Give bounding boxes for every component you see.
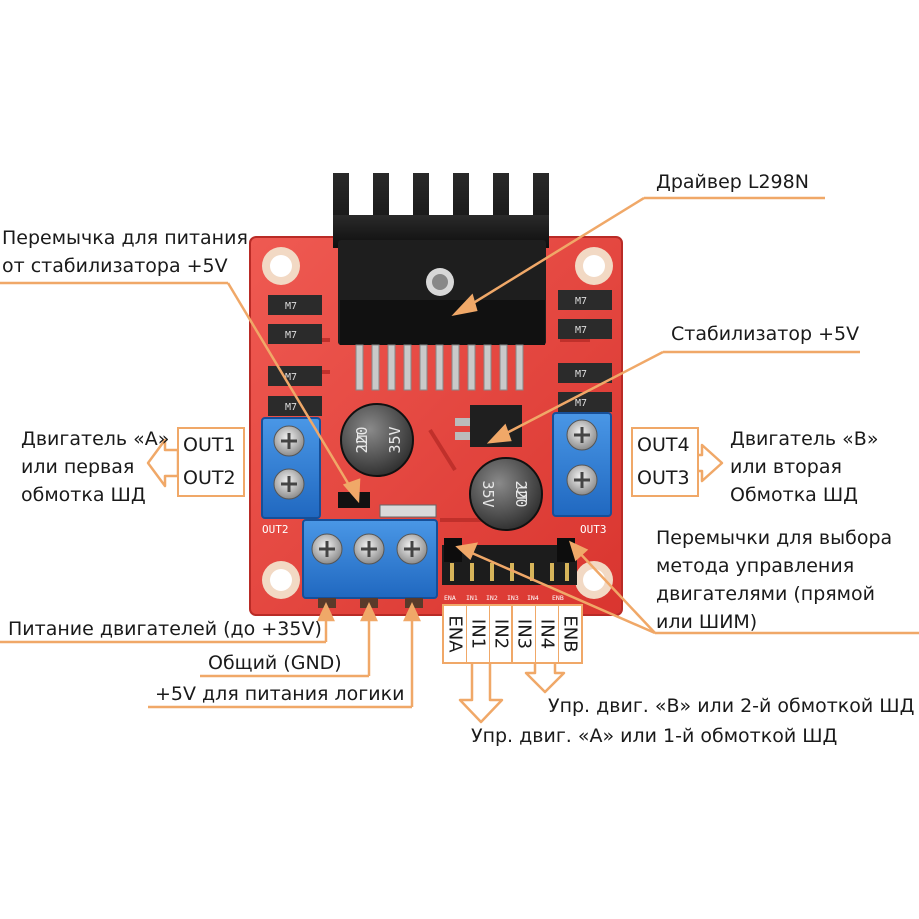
svg-text:IN2: IN2	[486, 594, 498, 602]
label-motor-b-3: Обмотка ШД	[730, 484, 859, 506]
pin-in3: IN3	[513, 606, 536, 662]
jumper-5v	[338, 492, 437, 518]
pins-box-right: IN3 IN4 ENB	[511, 604, 583, 664]
out4-label: OUT4	[637, 434, 690, 456]
label-jumper5v-1: Перемычка для питания	[2, 227, 248, 249]
label-logic-5v: +5V для питания логики	[155, 683, 405, 705]
out-left-box: OUT1 OUT2	[177, 427, 245, 497]
label-jumpers-3: двигателями (прямой	[656, 583, 875, 605]
driver-pins	[355, 344, 524, 391]
label-jumpers-2: метода управления	[656, 555, 855, 577]
pins-box-left: ENA IN1 IN2	[442, 604, 514, 664]
svg-text:ENA: ENA	[444, 594, 456, 602]
label-motor-power: Питание двигателей (до +35V)	[8, 618, 322, 640]
label-gnd: Общий (GND)	[208, 652, 342, 674]
terminal-out-a	[261, 417, 321, 519]
label-motor-a-1: Двигатель «А»	[21, 428, 170, 450]
cap-text: 35V	[386, 426, 404, 453]
silk-out2: OUT2	[262, 523, 289, 536]
pin-enb: ENB	[559, 615, 581, 653]
cap-text: 35V	[479, 480, 497, 507]
diode-label: M7	[285, 301, 297, 312]
terminal-out-b	[552, 412, 612, 517]
pin-in4: IN4	[536, 606, 559, 662]
svg-text:IN4: IN4	[527, 594, 539, 602]
cap-text: UT	[356, 432, 371, 448]
cap-text: 220	[512, 480, 530, 507]
capacitor-left: 220 35V UT	[340, 403, 414, 477]
out3-label: OUT3	[637, 467, 690, 489]
diode-label: M7	[285, 372, 297, 383]
diode-label: M7	[285, 402, 297, 413]
label-ctrl-b: Упр. двиг. «В» или 2-й обмоткой ШД	[548, 695, 915, 717]
label-driver: Драйвер L298N	[656, 171, 809, 193]
label-motor-a-3: обмотка ШД	[21, 484, 146, 506]
terminal-power	[302, 519, 438, 608]
cap-text: 220	[353, 426, 371, 453]
capacitor-right: 220 35V UT	[469, 457, 543, 531]
label-jumpers-4: или ШИМ)	[656, 611, 758, 633]
label-jumpers-1: Перемычки для выбора	[656, 527, 893, 549]
label-regulator: Стабилизатор +5V	[671, 323, 860, 345]
label-motor-b-2: или вторая	[730, 456, 842, 478]
svg-text:IN1: IN1	[466, 594, 478, 602]
silk-out3: OUT3	[580, 523, 607, 536]
svg-text:IN3: IN3	[507, 594, 519, 602]
pin-silk-labels: ENA IN1 IN2 IN3 IN4 ENB	[444, 594, 564, 602]
svg-text:ENB: ENB	[552, 594, 564, 602]
label-motor-a-2: или первая	[21, 456, 135, 478]
diode-label: M7	[575, 296, 587, 307]
diode-label: M7	[575, 325, 587, 336]
out1-label: OUT1	[183, 434, 236, 456]
out2-label: OUT2	[183, 467, 236, 489]
out-right-box: OUT4 OUT3	[631, 427, 699, 497]
callout-lines	[0, 196, 919, 709]
heatsink	[333, 173, 549, 345]
diode-label: M7	[285, 330, 297, 341]
pin-ena: ENA	[444, 606, 467, 662]
pin-in2: IN2	[490, 618, 512, 650]
diode-label: M7	[575, 398, 587, 409]
pin-in1: IN1	[467, 606, 490, 662]
label-jumper5v-2: от стабилизатора +5V	[2, 255, 228, 277]
cap-text: UT	[513, 486, 528, 502]
label-ctrl-a: Упр. двиг. «А» или 1-й обмоткой ШД	[471, 725, 838, 747]
control-header	[442, 538, 577, 585]
hollow-arrows	[146, 438, 724, 724]
diode-label: M7	[575, 369, 587, 380]
diodes: M7 M7 M7 M7 M7 M7 M7 M7	[268, 290, 612, 416]
label-motor-b-1: Двигатель «В»	[730, 428, 879, 450]
